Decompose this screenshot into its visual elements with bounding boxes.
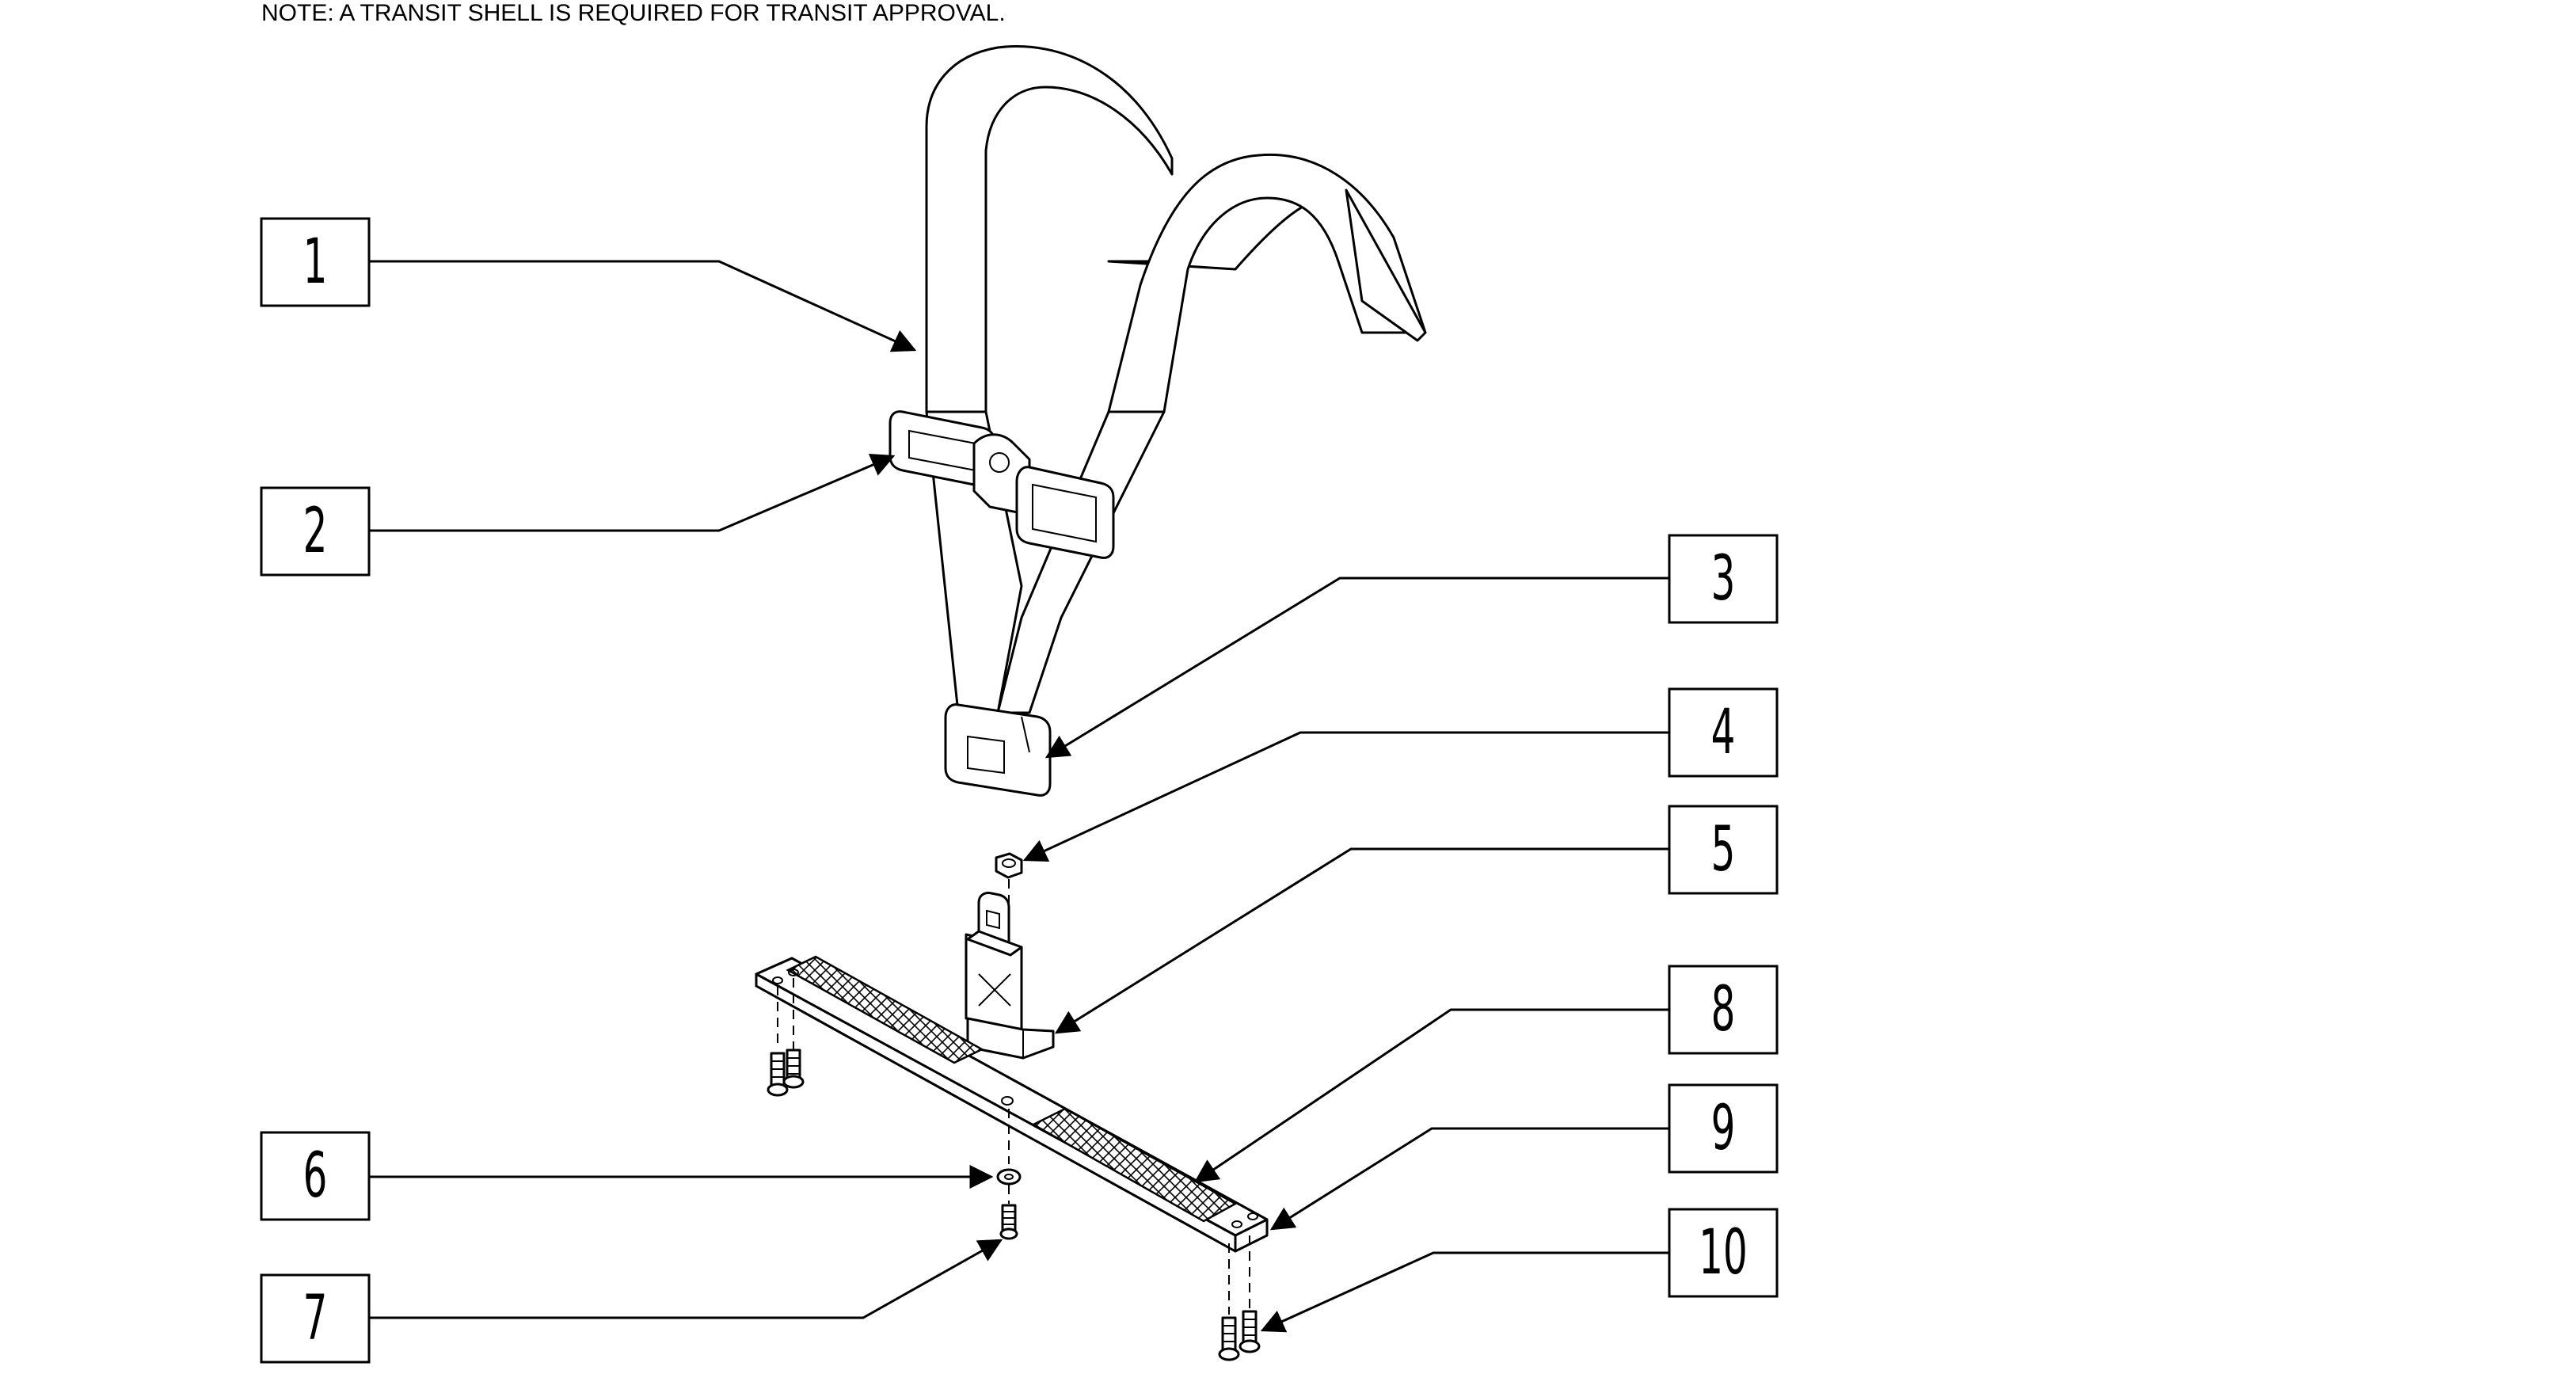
center-screw <box>999 1185 1018 1240</box>
callout-2-label: 2 <box>303 496 328 567</box>
transit-note: NOTE: A TRANSIT SHELL IS REQUIRED FOR TR… <box>261 0 1006 26</box>
callout-4: 4 <box>1668 687 1779 778</box>
washer <box>996 1109 1022 1186</box>
buckle-tongue <box>944 703 1052 797</box>
callout-7: 7 <box>260 1273 371 1364</box>
mounting-rail <box>755 955 1269 1253</box>
leader-lines <box>369 260 1669 1333</box>
shoulder-harness-strap <box>925 45 1427 714</box>
callout-9: 9 <box>1668 1083 1779 1174</box>
callout-7-label: 7 <box>303 1283 328 1354</box>
callout-5-label: 5 <box>1711 814 1736 885</box>
callout-1-label: 1 <box>303 226 328 298</box>
chest-clip <box>888 410 1115 559</box>
callout-5: 5 <box>1668 805 1779 895</box>
callout-3-label: 3 <box>1711 543 1736 615</box>
callout-9-label: 9 <box>1711 1093 1736 1164</box>
callout-10-label: 10 <box>1699 1217 1748 1288</box>
friction-pad <box>1031 1107 1238 1223</box>
callout-6: 6 <box>260 1131 371 1221</box>
callout-3: 3 <box>1668 534 1779 624</box>
right-rail-screws <box>1218 1235 1261 1361</box>
lock-nut <box>995 852 1023 911</box>
callout-8-label: 8 <box>1711 974 1736 1045</box>
buckle-anchor-bracket <box>965 892 1055 1060</box>
callout-4-label: 4 <box>1711 697 1736 768</box>
left-rail-screws <box>767 978 805 1097</box>
callout-8: 8 <box>1668 965 1779 1055</box>
callout-1: 1 <box>260 217 371 307</box>
callout-2: 2 <box>260 486 371 577</box>
callout-6-label: 6 <box>303 1140 328 1212</box>
callout-10: 10 <box>1668 1208 1779 1298</box>
